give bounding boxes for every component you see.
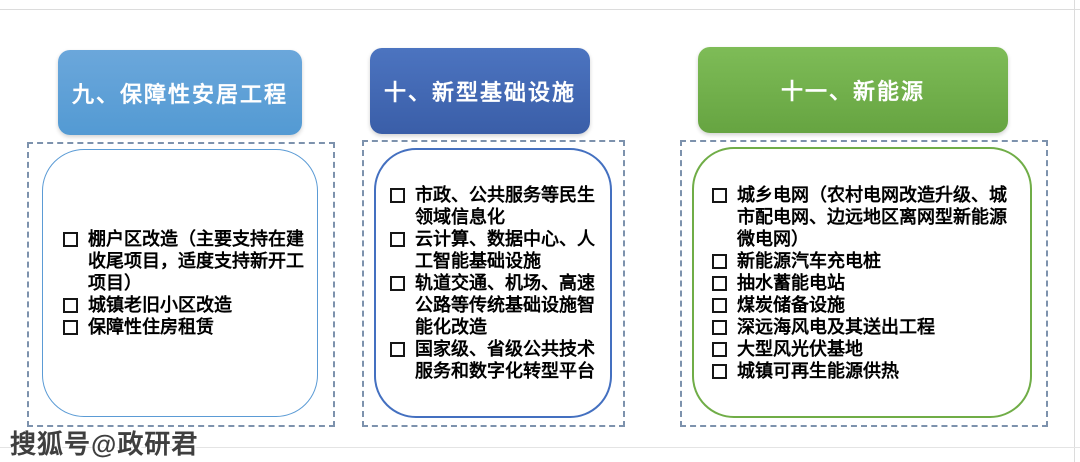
content-panel: 棚户区改造（主要支持在建收尾项目，适度支持新开工项目）城镇老旧小区改造保障性住房… bbox=[42, 149, 318, 417]
list-item: 抽水蓄能电站 bbox=[712, 272, 1022, 294]
square-bullet-icon bbox=[63, 232, 78, 247]
square-bullet-icon bbox=[390, 342, 405, 357]
square-bullet-icon bbox=[712, 297, 727, 313]
list-item: 城镇老旧小区改造 bbox=[63, 294, 305, 316]
section-title: 十一、新能源 bbox=[780, 79, 925, 104]
list-item: 市政、公共服务等民生领域信息化 bbox=[390, 184, 604, 228]
list-item-text: 深远海风电及其送出工程 bbox=[737, 316, 935, 337]
list-item-text: 城乡电网（农村电网改造升级、城市配电网、边远地区离网型新能源微电网） bbox=[737, 184, 1007, 249]
list-item: 保障性住房租赁 bbox=[63, 316, 305, 338]
bullet-list: 城乡电网（农村电网改造升级、城市配电网、边远地区离网型新能源微电网）新能源汽车充… bbox=[694, 184, 1030, 382]
square-bullet-icon bbox=[712, 319, 727, 335]
list-item-text: 城镇老旧小区改造 bbox=[88, 295, 232, 315]
square-bullet-icon bbox=[63, 298, 78, 313]
square-bullet-icon bbox=[712, 275, 727, 291]
list-item: 新能源汽车充电桩 bbox=[712, 250, 1022, 272]
bullet-list: 市政、公共服务等民生领域信息化云计算、数据中心、人工智能基础设施轨道交通、机场、… bbox=[376, 184, 610, 382]
page-bottom-edge bbox=[0, 447, 1080, 448]
list-item-text: 城镇可再生能源供热 bbox=[737, 360, 899, 381]
section-title: 九、保障性安居工程 bbox=[71, 81, 288, 107]
section-header: 九、保障性安居工程 bbox=[58, 50, 302, 135]
list-item: 轨道交通、机场、高速公路等传统基础设施智能化改造 bbox=[390, 272, 604, 338]
sohu-watermark: 搜狐号@政研君 bbox=[10, 429, 199, 459]
list-item: 棚户区改造（主要支持在建收尾项目，适度支持新开工项目） bbox=[63, 228, 305, 294]
list-item: 城镇可再生能源供热 bbox=[712, 360, 1022, 382]
list-item-text: 大型风光伏基地 bbox=[737, 338, 863, 359]
page-top-edge bbox=[0, 9, 1080, 10]
list-item: 城乡电网（农村电网改造升级、城市配电网、边远地区离网型新能源微电网） bbox=[712, 184, 1022, 250]
list-item: 云计算、数据中心、人工智能基础设施 bbox=[390, 228, 604, 272]
list-item-text: 煤炭储备设施 bbox=[737, 294, 845, 315]
square-bullet-icon bbox=[712, 187, 727, 203]
bullet-list: 棚户区改造（主要支持在建收尾项目，适度支持新开工项目）城镇老旧小区改造保障性住房… bbox=[43, 228, 317, 338]
list-item-text: 云计算、数据中心、人工智能基础设施 bbox=[415, 229, 595, 271]
content-panel: 城乡电网（农村电网改造升级、城市配电网、边远地区离网型新能源微电网）新能源汽车充… bbox=[692, 147, 1032, 418]
dashed-container bbox=[27, 142, 335, 427]
dashed-container bbox=[362, 140, 625, 427]
list-item-text: 棚户区改造（主要支持在建收尾项目，适度支持新开工项目） bbox=[88, 229, 304, 293]
section-header: 十、新型基础设施 bbox=[370, 48, 590, 134]
list-item-text: 市政、公共服务等民生领域信息化 bbox=[415, 185, 595, 227]
list-item: 深远海风电及其送出工程 bbox=[712, 316, 1022, 338]
list-item-text: 轨道交通、机场、高速公路等传统基础设施智能化改造 bbox=[415, 273, 595, 337]
square-bullet-icon bbox=[712, 341, 727, 357]
section-title: 十、新型基础设施 bbox=[383, 80, 576, 105]
square-bullet-icon bbox=[63, 320, 78, 335]
square-bullet-icon bbox=[712, 363, 727, 379]
list-item: 大型风光伏基地 bbox=[712, 338, 1022, 360]
list-item-text: 保障性住房租赁 bbox=[88, 317, 214, 337]
list-item-text: 国家级、省级公共技术服务和数字化转型平台 bbox=[415, 339, 595, 381]
list-item-text: 抽水蓄能电站 bbox=[737, 272, 845, 293]
section-header: 十一、新能源 bbox=[698, 47, 1008, 133]
square-bullet-icon bbox=[712, 253, 727, 269]
list-item: 国家级、省级公共技术服务和数字化转型平台 bbox=[390, 338, 604, 382]
square-bullet-icon bbox=[390, 276, 405, 291]
list-item-text: 新能源汽车充电桩 bbox=[737, 250, 881, 271]
dashed-container bbox=[680, 140, 1048, 427]
square-bullet-icon bbox=[390, 188, 405, 203]
page-right-edge bbox=[1074, 0, 1075, 462]
square-bullet-icon bbox=[390, 232, 405, 247]
list-item: 煤炭储备设施 bbox=[712, 294, 1022, 316]
content-panel: 市政、公共服务等民生领域信息化云计算、数据中心、人工智能基础设施轨道交通、机场、… bbox=[374, 148, 612, 418]
